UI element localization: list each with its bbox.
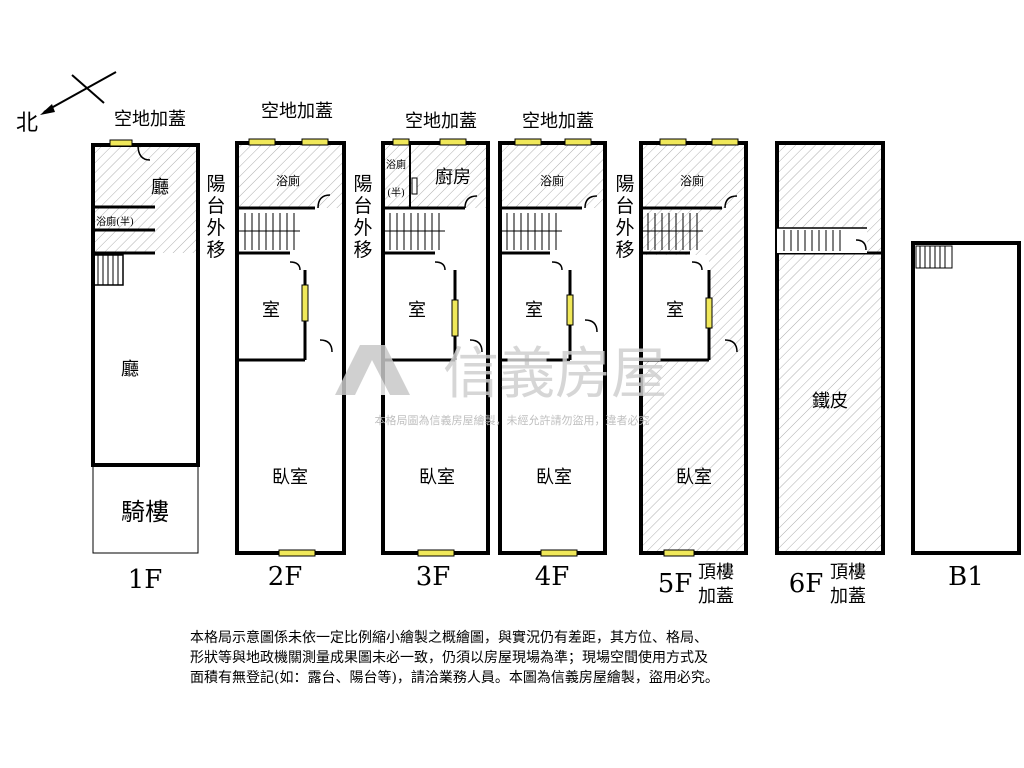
2f-bath: 浴廁 — [276, 173, 300, 188]
watermark-brand: 信義房屋 — [443, 342, 667, 407]
4f-bath: 浴廁 — [540, 173, 564, 188]
6f-roof-note-a: 頂樓 — [830, 562, 866, 583]
5f-bedroom: 臥室 — [676, 467, 712, 488]
floor-4f: 空地加蓋 浴廁 室 臥室 4F — [498, 111, 607, 592]
floor-b1: B1 — [911, 241, 1021, 592]
6f-label: 6F — [789, 569, 824, 599]
north-arrow-icon — [43, 71, 117, 113]
1f-extension-label: 空地加蓋 — [114, 109, 186, 130]
3f-room: 室 — [408, 300, 426, 321]
brand-logo-icon — [335, 345, 410, 395]
4f-label: 4F — [535, 562, 570, 592]
5f-label: 5F — [658, 569, 693, 599]
1f-living-top: 廳 — [151, 177, 169, 198]
disclaimer-line: 形狀等與地政機關測量成果圖未必一致，仍須以房屋現場為準；現場空間使用方式及 — [190, 650, 708, 666]
5f-balcony-note: 陽台外移 — [615, 173, 634, 261]
floor-3f: 空地加蓋 浴廁 (半) 廚房 室 臥室 3F 陽台外移 — [353, 111, 490, 592]
3f-label: 3F — [416, 562, 451, 592]
disclaimer-line: 本格局示意圖係未依一定比例縮小繪製之概繪圖，與實況仍有差距，其方位、格局、 — [190, 630, 708, 646]
4f-extension-label: 空地加蓋 — [522, 111, 594, 132]
6f-roof-note-b: 加蓋 — [830, 586, 866, 607]
5f-roof-note-a: 頂樓 — [698, 562, 734, 583]
floor-1f: 空地加蓋 廳 浴廁(半) 廳 騎樓 1F — [91, 109, 200, 595]
2f-extension-label: 空地加蓋 — [261, 101, 333, 122]
3f-bath-half-b: (半) — [387, 186, 405, 199]
5f-bath: 浴廁 — [680, 173, 704, 188]
3f-bedroom: 臥室 — [419, 467, 455, 488]
5f-roof-note-b: 加蓋 — [698, 586, 734, 607]
3f-extension-label: 空地加蓋 — [405, 111, 477, 132]
2f-room: 室 — [262, 300, 280, 321]
2f-bedroom: 臥室 — [272, 467, 308, 488]
disclaimer: 本格局示意圖係未依一定比例縮小繪製之概繪圖，與實況仍有差距，其方位、格局、 形狀… — [190, 628, 870, 688]
3f-balcony-note: 陽台外移 — [353, 173, 372, 261]
5f-room: 室 — [666, 300, 684, 321]
floor-2f: 空地加蓋 浴廁 室 臥室 2F 陽台外移 — [206, 101, 346, 592]
watermark: 信義房屋 本格局圖為信義房屋繪製，未經允許請勿盜用，違者必究 — [335, 342, 667, 427]
6f-iron-sheet: 鐵皮 — [812, 391, 848, 412]
1f-bath-half: 浴廁(半) — [96, 215, 134, 228]
4f-room: 室 — [525, 300, 543, 321]
1f-arcade: 騎樓 — [121, 498, 169, 526]
floor-6f: 鐵皮 6F 頂樓 加蓋 — [775, 141, 885, 607]
watermark-notice: 本格局圖為信義房屋繪製，未經允許請勿盜用，違者必究 — [375, 413, 650, 427]
1f-living-main: 廳 — [121, 359, 139, 380]
3f-bath-half-a: 浴廁 — [386, 158, 406, 171]
2f-balcony-note: 陽台外移 — [206, 173, 225, 261]
2f-label: 2F — [268, 562, 303, 592]
4f-bedroom: 臥室 — [536, 467, 572, 488]
north-compass: 北 — [16, 71, 117, 136]
floor-5f: 浴廁 室 臥室 5F 頂樓 加蓋 陽台外移 — [615, 138, 748, 607]
disclaimer-line: 面積有無登記(如：露台、陽台等)，請洽業務人員。本圖為信義房屋繪製，盜用必究。 — [190, 670, 719, 686]
3f-kitchen: 廚房 — [435, 166, 471, 188]
b1-label: B1 — [948, 562, 984, 592]
1f-label: 1F — [128, 565, 163, 595]
north-label: 北 — [16, 111, 38, 136]
